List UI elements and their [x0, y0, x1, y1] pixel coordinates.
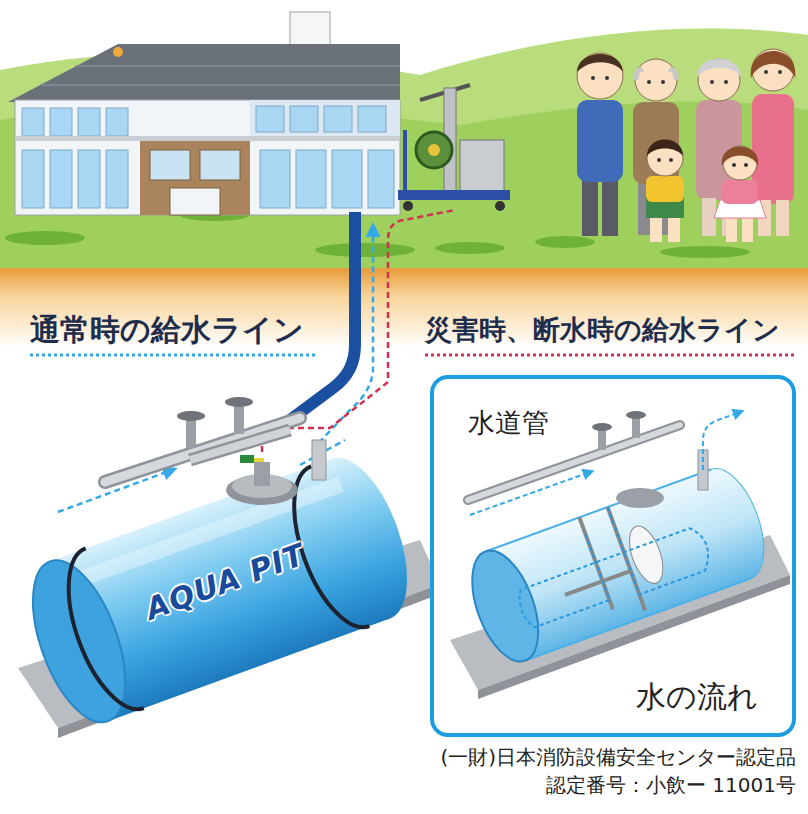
house — [8, 12, 400, 215]
flow-label: 水の流れ — [636, 679, 758, 715]
underline — [30, 354, 318, 357]
certification-number: 認定番号：小飲ー 11001号 — [546, 773, 796, 797]
normal-line-heading: 通常時の給水ライン — [30, 312, 304, 348]
certification-note: (一財)日本消防設備安全センター認定品 — [440, 745, 796, 769]
pipe-fittings — [105, 397, 326, 505]
water-tank — [14, 446, 425, 734]
inset-tank — [450, 411, 790, 699]
underline — [425, 354, 796, 357]
inset-ground — [432, 377, 794, 735]
disaster-line-heading: 災害時、断水時の給水ライン — [425, 314, 780, 346]
pipe-label: 水道管 — [468, 407, 549, 439]
family — [577, 49, 795, 242]
pump-cart — [398, 85, 510, 211]
supply-lines — [58, 210, 455, 512]
inset-box: 水道管水の流れ — [430, 375, 796, 737]
